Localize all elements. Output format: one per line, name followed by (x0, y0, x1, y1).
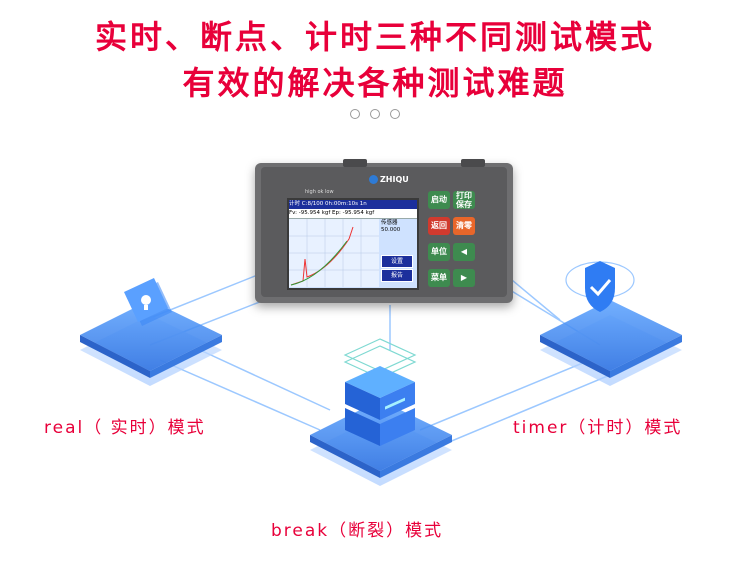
device-screen: 计时 C:8/100 0h:00m:10s 1n Fv: -95.954 kgf… (287, 198, 419, 290)
server-stack-icon (343, 338, 417, 446)
arrow-up-key[interactable]: ◀ (453, 243, 475, 261)
carousel-dot[interactable] (350, 109, 360, 119)
brand-logo-icon (369, 175, 378, 184)
carousel-dot[interactable] (370, 109, 380, 119)
screen-title-row: 计时 C:8/100 0h:00m:10s 1n (289, 200, 417, 209)
screen-value-row: Fv: -95.954 kgf Ep: -95.954 kgf (289, 209, 417, 219)
carousel-dots (0, 104, 750, 123)
status-leds: high ok low (305, 189, 334, 195)
screen-graph (289, 219, 379, 287)
start-key[interactable]: 启动 (428, 191, 450, 209)
device-face: ZHIQU high ok low 计时 C:8/100 0h:00m:10s … (261, 167, 507, 297)
platform-real (80, 300, 222, 386)
arrow-down-key[interactable]: ▶ (453, 269, 475, 287)
print-save-key[interactable]: 打印 保存 (453, 191, 475, 209)
force-gauge-device: ZHIQU high ok low 计时 C:8/100 0h:00m:10s … (255, 159, 513, 303)
device-connector (343, 159, 367, 167)
screen-settings-button[interactable]: 设置 (381, 255, 413, 268)
device-connector (461, 159, 485, 167)
mode-label-real: real（ 实时）模式 (44, 418, 206, 438)
arrow-down-icon: ▶ (460, 273, 468, 282)
mode-label-timer: timer（计时）模式 (513, 418, 683, 438)
menu-key[interactable]: 菜单 (428, 269, 450, 287)
mode-label-break: break（断裂）模式 (271, 521, 444, 541)
bulb-card-icon (124, 278, 172, 326)
platform-timer (540, 300, 682, 386)
headline-line-1: 实时、断点、计时三种不同测试模式 (94, 18, 655, 56)
unit-key[interactable]: 单位 (428, 243, 450, 261)
arrow-up-icon: ◀ (460, 247, 468, 256)
device-brand: ZHIQU (369, 175, 409, 184)
clear-key[interactable]: 清零 (453, 217, 475, 235)
carousel-dot[interactable] (390, 109, 400, 119)
screen-report-button[interactable]: 报告 (381, 269, 413, 282)
shield-check-icon (565, 261, 635, 312)
back-key[interactable]: 返回 (428, 217, 450, 235)
headline-line-2: 有效的解决各种测试难题 (182, 64, 568, 102)
